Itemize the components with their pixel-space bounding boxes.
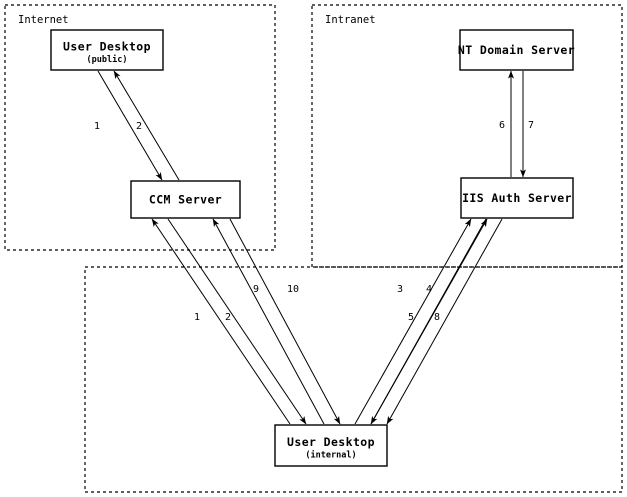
node-iis-auth-server[interactable]: IIS Auth Server: [460, 177, 574, 219]
flow-label-flow-4: 4: [426, 284, 432, 295]
flow-3-user-desktop-internal-to-iis-auth-server: 3: [354, 218, 472, 425]
flow-arrow-9: [212, 218, 325, 425]
zone-boundary-internet: [4, 4, 276, 251]
flow-arrow-2: [167, 218, 307, 425]
flow-arrow-8: [386, 218, 503, 425]
zone-intranet: Intranet: [311, 4, 623, 268]
flow-1-user-desktop-public-to-ccm-server: 1: [94, 70, 163, 181]
flow-7-nt-domain-server-to-iis-auth-server: 7: [520, 71, 534, 178]
node-box-nt-domain-server[interactable]: [459, 29, 574, 71]
flow-label-flow-1: 1: [94, 121, 100, 132]
flow-label-flow-3: 3: [397, 284, 403, 295]
flow-arrow-1: [151, 218, 291, 425]
node-title-iis-auth-server: IIS Auth Server: [462, 191, 572, 205]
flow-label-flow-10: 10: [287, 284, 299, 295]
zone-group: Internet Intranet: [4, 4, 623, 493]
node-box-ccm-server[interactable]: [130, 180, 241, 219]
node-title-user-desktop-public: User Desktop: [63, 40, 151, 54]
node-box-user-desktop-public[interactable]: [50, 29, 164, 71]
node-subtitle-user-desktop-public: (public): [87, 54, 128, 65]
zone-lower: [84, 266, 623, 493]
flow-9-user-desktop-internal-to-ccm-server: 9: [212, 218, 325, 425]
flow-label-flow-2b: 2: [225, 312, 231, 323]
node-title-user-desktop-internal: User Desktop: [287, 435, 375, 449]
flow-10-ccm-server-to-user-desktop-internal: 10: [229, 218, 341, 425]
node-nt-domain-server[interactable]: NT Domain Server: [458, 29, 575, 71]
zone-boundary-intranet: [311, 4, 623, 268]
node-title-nt-domain-server: NT Domain Server: [458, 43, 575, 57]
node-box-iis-auth-server[interactable]: [460, 177, 574, 219]
flow-label-flow-9: 9: [253, 284, 259, 295]
flow-label-flow-7: 7: [528, 120, 534, 131]
node-box-user-desktop-internal[interactable]: [274, 424, 388, 467]
zone-label-intranet: Intranet: [325, 14, 376, 26]
flow-8-iis-auth-server-to-user-desktop-internal: 8: [386, 218, 503, 425]
zone-boundary-lower: [84, 266, 623, 493]
flow-label-flow-8: 8: [434, 312, 440, 323]
node-ccm-server[interactable]: CCM Server: [130, 180, 241, 219]
flow-arrow-1: [97, 70, 163, 181]
node-title-ccm-server: CCM Server: [149, 193, 222, 207]
zone-internet: Internet: [4, 4, 276, 251]
flow-arrow-10: [229, 218, 341, 425]
flow-label-flow-5: 5: [408, 312, 414, 323]
flow-5-user-desktop-internal-to-iis-auth-server: 5: [370, 218, 488, 425]
flow-label-flow-1b: 1: [194, 312, 200, 323]
flow-arrow-5: [370, 218, 488, 425]
zone-label-internet: Internet: [18, 14, 69, 26]
node-user-desktop-internal[interactable]: User Desktop(internal): [274, 424, 388, 467]
node-subtitle-user-desktop-internal: (internal): [305, 450, 356, 461]
flow-2-ccm-server-to-user-desktop-public: 2: [113, 70, 180, 181]
node-user-desktop-public[interactable]: User Desktop(public): [50, 29, 164, 71]
flow-2-ccm-server-to-user-desktop-internal: 2: [167, 218, 307, 425]
flow-1-user-desktop-internal-to-ccm-server: 1: [151, 218, 291, 425]
flow-label-flow-6: 6: [499, 120, 505, 131]
flow-group: 1 2 6 7 1 2 9 10 3 4 5 8: [94, 70, 534, 425]
flow-label-flow-2: 2: [136, 121, 142, 132]
flow-arrow-2: [113, 70, 180, 181]
flow-6-iis-auth-server-to-nt-domain-server: 6: [499, 70, 514, 177]
flow-arrow-3: [354, 218, 472, 425]
